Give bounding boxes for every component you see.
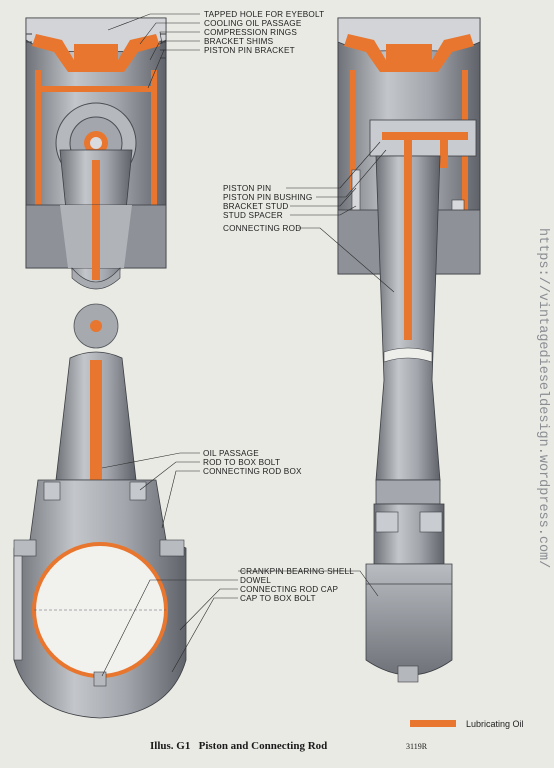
label-stud-spacer: STUD SPACER	[223, 211, 283, 220]
figure-code: 3119R	[406, 742, 428, 751]
leader-lines	[101, 13, 395, 677]
label-crankpin-bearing-shell: CRANKPIN BEARING SHELL	[240, 567, 354, 576]
watermark-url: https://vintagedieseldesign.wordpress.co…	[535, 228, 550, 568]
label-connecting-rod-box: CONNECTING ROD BOX	[203, 467, 302, 476]
label-piston-pin-bushing: PISTON PIN BUSHING	[223, 193, 312, 202]
rod-cross-section	[73, 303, 119, 349]
label-connecting-rod: CONNECTING ROD	[223, 224, 301, 233]
label-tapped-hole: TAPPED HOLE FOR EYEBOLT	[204, 10, 324, 19]
left-piston-section	[25, 17, 167, 290]
label-dowel: DOWEL	[240, 576, 271, 585]
legend: Lubricating Oil	[410, 719, 524, 729]
legend-label: Lubricating Oil	[466, 719, 524, 729]
label-bracket-stud: BRACKET STUD	[223, 202, 289, 211]
label-compression-rings: COMPRESSION RINGS	[204, 28, 297, 37]
labels-mid: PISTON PIN PISTON PIN BUSHING BRACKET ST…	[223, 184, 312, 233]
label-cap-to-box-bolt: CAP TO BOX BOLT	[240, 594, 316, 603]
legend-swatch	[410, 720, 456, 727]
label-connecting-rod-cap: CONNECTING ROD CAP	[240, 585, 339, 594]
label-rod-to-box-bolt: ROD TO BOX BOLT	[203, 458, 280, 467]
right-assembly-section	[337, 17, 481, 683]
label-piston-pin-bracket: PISTON PIN BRACKET	[204, 46, 295, 55]
label-bracket-shims: BRACKET SHIMS	[204, 37, 274, 46]
labels-top: TAPPED HOLE FOR EYEBOLT COOLING OIL PASS…	[204, 10, 324, 55]
label-cooling-oil-passage: COOLING OIL PASSAGE	[204, 19, 302, 28]
figure-caption: Illus. G1 Piston and Connecting Rod	[150, 740, 327, 752]
label-oil-passage: OIL PASSAGE	[203, 449, 259, 458]
label-piston-pin: PISTON PIN	[223, 184, 271, 193]
labels-bottom: CRANKPIN BEARING SHELL DOWEL CONNECTING …	[240, 567, 354, 603]
left-rod-and-box	[13, 351, 187, 719]
labels-box: OIL PASSAGE ROD TO BOX BOLT CONNECTING R…	[203, 449, 302, 476]
